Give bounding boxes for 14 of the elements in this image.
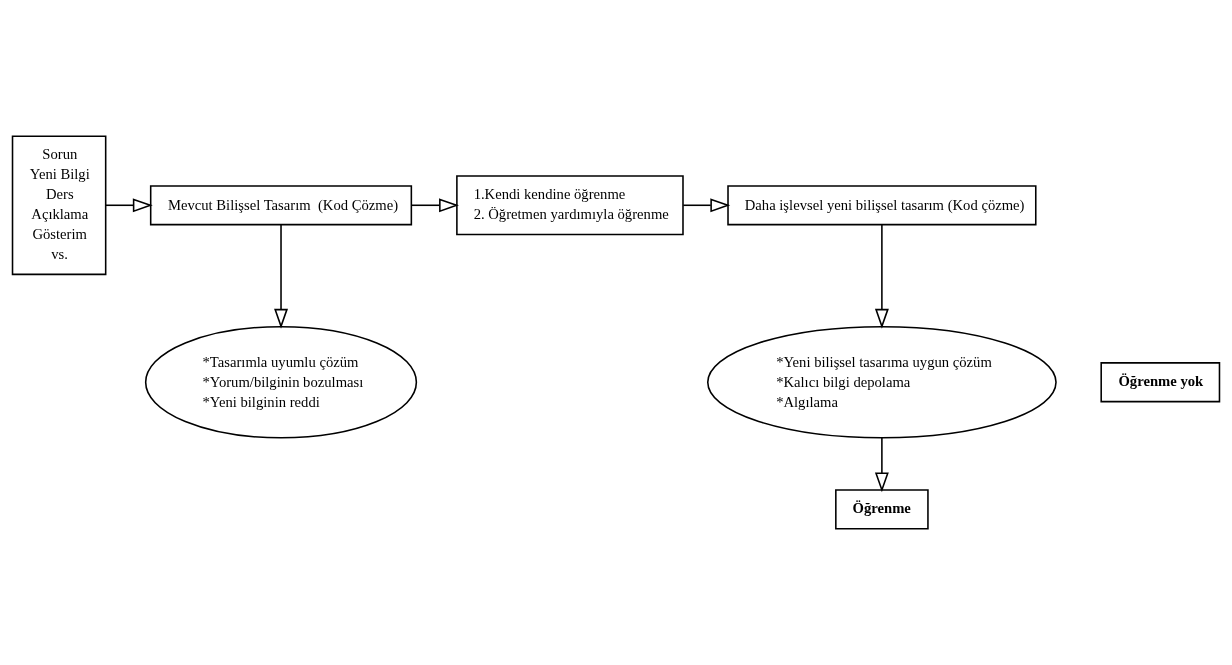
arrow bbox=[274, 223, 288, 329]
node-box: Mevcut Bilişsel Tasarım (Kod Çözme) bbox=[149, 185, 413, 226]
arrow bbox=[874, 223, 889, 329]
arrow bbox=[105, 198, 153, 213]
node-box: Öğrenme yok bbox=[1100, 362, 1221, 403]
node-box: Daha işlevsel yeni bilişsel tasarım (Kod çözme) bbox=[727, 185, 1037, 226]
arrow bbox=[682, 198, 731, 213]
node-ellipse: *Yeni bilişsel tasarıma uygun çözüm *Kalıcı bilgi depolama *Algılama bbox=[706, 325, 1057, 439]
node-box: 1.Kendi kendine öğrenme 2. Öğretmen yardımıyla öğrenme bbox=[456, 175, 684, 236]
node-box: Öğrenme bbox=[835, 489, 929, 530]
node-box: Sorun Yeni Bilgi Ders Açıklama Gösterim vs. bbox=[11, 135, 107, 276]
node-ellipse: *Tasarımla uyumlu çözüm *Yorum/bilginin bozulması *Yeni bilginin reddi bbox=[144, 325, 418, 439]
arrow bbox=[874, 437, 889, 493]
arrow bbox=[410, 198, 459, 213]
